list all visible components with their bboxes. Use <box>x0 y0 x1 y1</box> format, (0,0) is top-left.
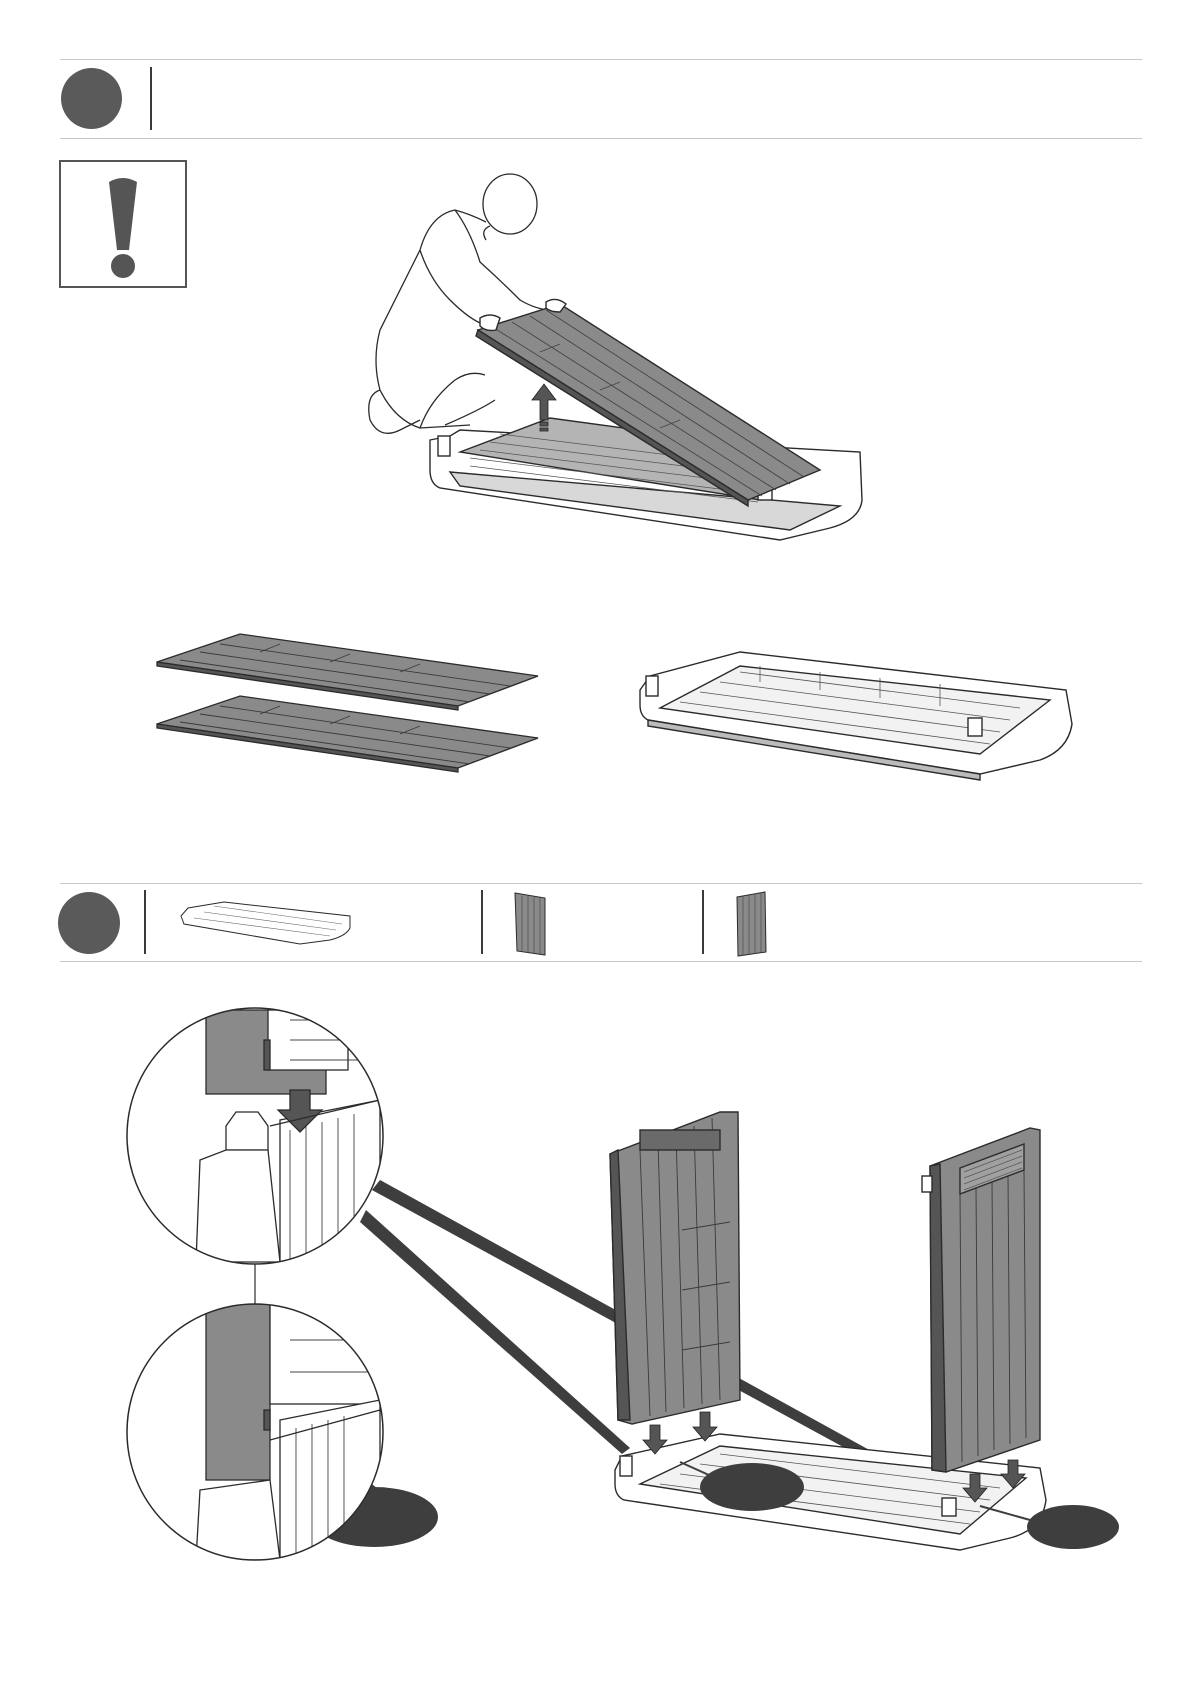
detail-circle-top <box>127 1008 383 1264</box>
callout-ellipse-right <box>1027 1505 1119 1549</box>
detail-circle-bottom <box>127 1304 383 1560</box>
callout-ellipse-center <box>700 1463 804 1511</box>
side-panel-left <box>610 1112 740 1424</box>
side-panel-right <box>922 1128 1040 1472</box>
